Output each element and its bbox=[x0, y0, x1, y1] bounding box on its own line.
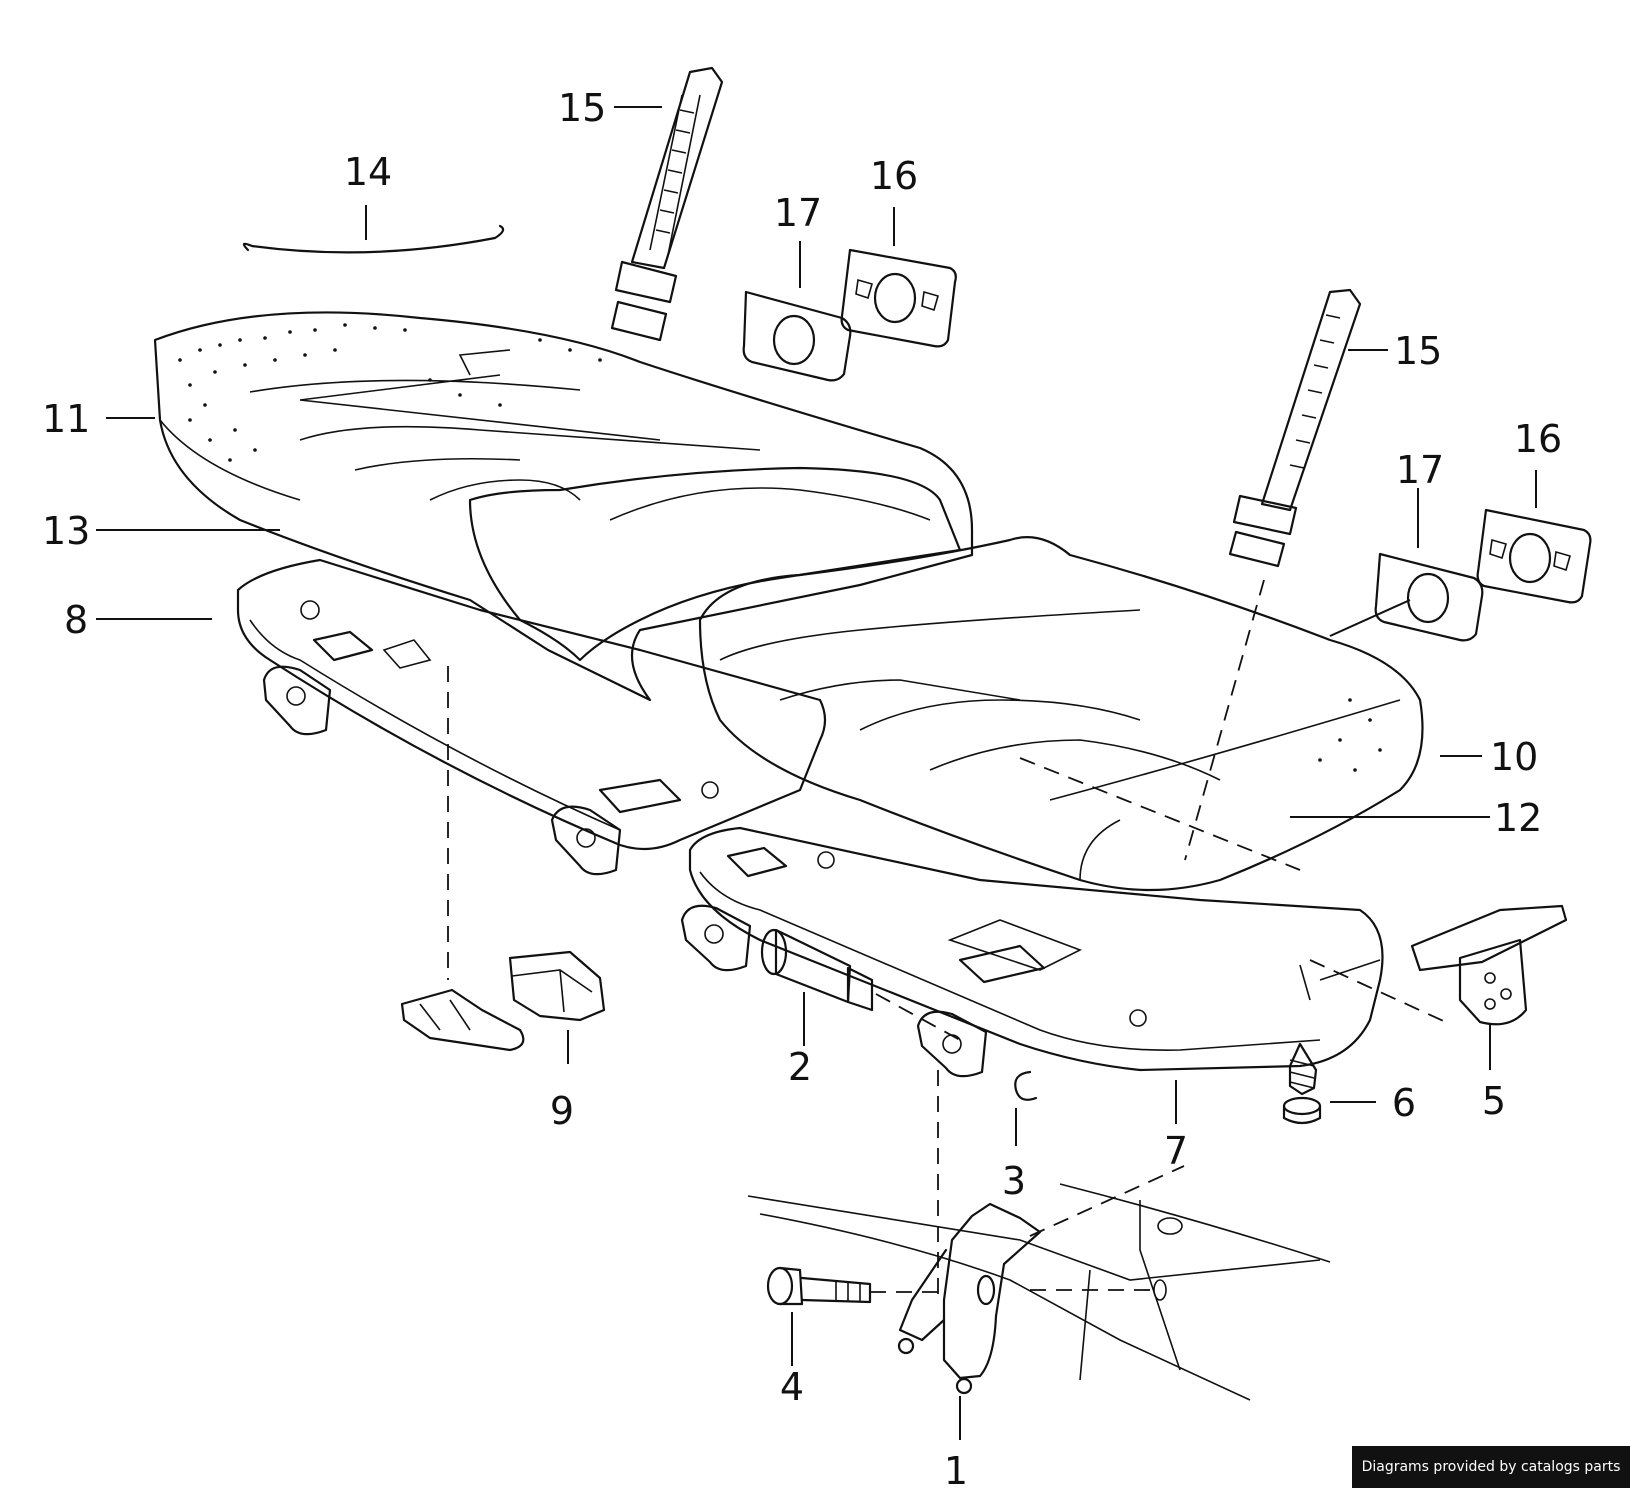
part-17-right-ring[interactable] bbox=[1329, 552, 1484, 642]
callout-15-left: 15 bbox=[558, 86, 606, 130]
callout-3: 3 bbox=[1002, 1159, 1026, 1203]
callout-12: 12 bbox=[1494, 796, 1542, 840]
part-15-left-belt[interactable] bbox=[610, 66, 724, 342]
callout-labels: 15 14 16 17 11 13 8 15 16 17 10 12 9 2 3… bbox=[42, 86, 1562, 1488]
callout-16-right: 16 bbox=[1514, 417, 1562, 461]
part-11-13-cushion-rear[interactable] bbox=[153, 311, 974, 702]
part-4-bolt[interactable] bbox=[766, 1266, 940, 1306]
callout-1: 1 bbox=[944, 1449, 968, 1488]
callout-14: 14 bbox=[344, 150, 392, 194]
cushion-texture bbox=[178, 323, 602, 462]
callout-5: 5 bbox=[1482, 1079, 1506, 1123]
leader-lines bbox=[96, 106, 1537, 1440]
callout-16-left: 16 bbox=[870, 154, 918, 198]
callout-13: 13 bbox=[42, 509, 90, 553]
callout-10: 10 bbox=[1490, 735, 1538, 779]
callout-6: 6 bbox=[1392, 1081, 1416, 1125]
callout-8: 8 bbox=[64, 598, 88, 642]
part-5-latch[interactable] bbox=[1309, 904, 1568, 1026]
callout-4: 4 bbox=[780, 1365, 804, 1409]
callout-11: 11 bbox=[42, 397, 90, 441]
part-16-right-cover[interactable] bbox=[1476, 508, 1592, 604]
part-14-wire[interactable] bbox=[242, 224, 505, 254]
part-3-clip[interactable] bbox=[1014, 1070, 1038, 1101]
part-17-left-ring[interactable] bbox=[742, 290, 852, 382]
part-10-12-cushion-front[interactable] bbox=[698, 536, 1424, 892]
part-16-left-cover[interactable] bbox=[840, 248, 957, 348]
part-2-pin[interactable] bbox=[760, 928, 961, 1041]
callout-9: 9 bbox=[550, 1089, 574, 1133]
part-15-right-belt[interactable] bbox=[1184, 288, 1362, 861]
part-1-hinge-floor[interactable] bbox=[747, 1070, 1331, 1401]
callout-15-right: 15 bbox=[1394, 329, 1442, 373]
credit-badge: Diagrams provided by catalogs parts bbox=[1352, 1446, 1630, 1488]
callout-17-left: 17 bbox=[774, 191, 822, 235]
part-8-frame-left[interactable] bbox=[236, 558, 827, 876]
callout-7: 7 bbox=[1164, 1129, 1188, 1173]
part-9-brackets[interactable] bbox=[400, 666, 606, 1052]
part-6-screw[interactable] bbox=[1282, 1042, 1322, 1125]
callout-17-right: 17 bbox=[1396, 448, 1444, 492]
callout-2: 2 bbox=[788, 1045, 812, 1089]
